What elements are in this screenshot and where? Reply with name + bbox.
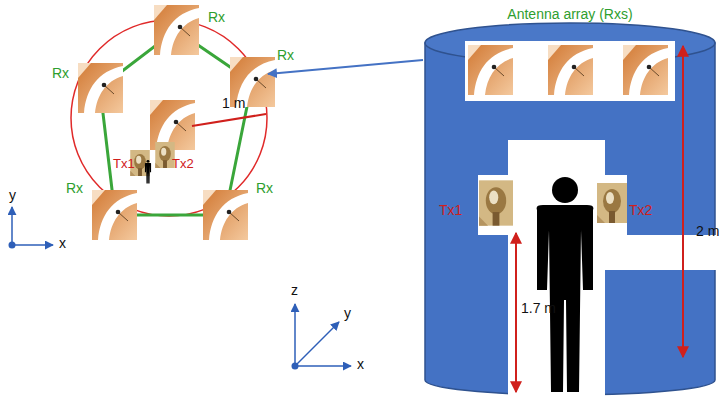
- node-label: Tx1: [439, 203, 462, 218]
- range-circle: [71, 20, 267, 216]
- cutaway-window: [603, 235, 719, 270]
- cutaway-window: [603, 175, 627, 235]
- tx-antenna: [155, 142, 175, 168]
- receiver-label: Rx: [277, 48, 294, 63]
- axis-origin: [9, 242, 16, 249]
- array-heading: Antenna array (Rxs): [507, 7, 632, 22]
- axis-label: x: [59, 236, 66, 251]
- circle-outline: [70, 19, 268, 217]
- axis-label: y: [9, 188, 16, 203]
- axis-arrow: [12, 244, 53, 246]
- cutaway-window: [508, 140, 605, 400]
- axis-arrow: [295, 365, 351, 367]
- axis-arrow: [294, 304, 296, 366]
- axis-origin: [292, 363, 299, 370]
- rx-antenna: [92, 190, 137, 240]
- receiver-label: Rx: [208, 10, 225, 25]
- view-arrow: [268, 60, 423, 74]
- axis-label: z: [291, 283, 298, 298]
- array-pentagon: [100, 30, 252, 215]
- node-label: Tx2: [629, 203, 652, 218]
- rx-antenna: [78, 63, 123, 113]
- cylinder-outline: [423, 5, 717, 400]
- node-label: Tx2: [172, 156, 194, 171]
- axis-label: y: [344, 306, 351, 321]
- rx-antenna: [150, 100, 195, 150]
- axis-arrow: [295, 322, 339, 366]
- dimension-label: 2 m: [696, 224, 719, 239]
- node-label: Tx1: [113, 156, 135, 171]
- rx-antenna: [154, 5, 199, 55]
- node-label: 1.7 m: [521, 301, 556, 316]
- axis-label: x: [357, 357, 364, 372]
- receiver-label: Rx: [66, 181, 83, 196]
- receiver-label: Rx: [256, 181, 273, 196]
- cutaway-window: [478, 175, 510, 235]
- side-view-cylinder: Antenna array (Rxs) Tx1 Tx2 1.7 m: [423, 5, 717, 400]
- person-figure: [145, 160, 151, 184]
- top-view-range: 1 m Tx1 Tx2: [70, 19, 268, 217]
- node-label: 1 m: [222, 96, 245, 111]
- axis-arrow: [11, 207, 13, 245]
- receiver-label: Rx: [52, 66, 69, 81]
- cutaway-window: [465, 41, 675, 101]
- radius-line: [192, 114, 266, 126]
